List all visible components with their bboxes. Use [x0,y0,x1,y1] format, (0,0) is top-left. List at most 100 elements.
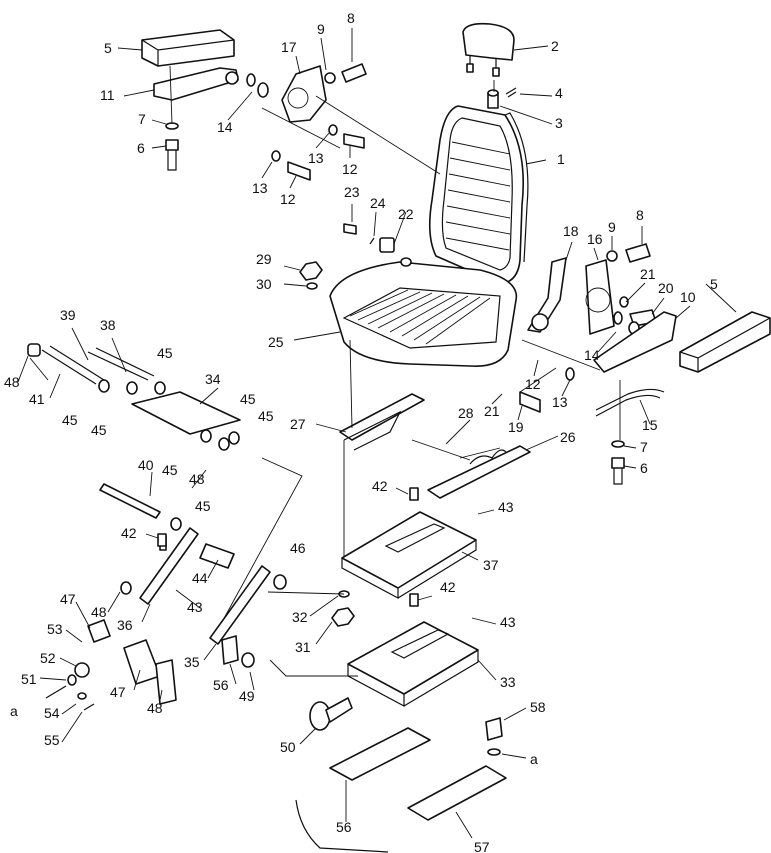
callout-48: 48 [91,604,107,620]
nut-29 [299,261,323,281]
callout-56: 56 [336,819,352,835]
callout-26: 26 [560,429,576,445]
callout-23: 23 [344,184,360,200]
callout-54: 55 [44,732,60,748]
callout-16: 16 [587,231,603,247]
callout-45: 45 [162,462,178,478]
guide-top [487,89,499,97]
callout-43: 43 [498,499,514,515]
nut-31 [331,607,355,627]
bolts-22-24 [343,223,395,253]
callout-58: a [530,751,538,767]
callout-3: 3 [555,115,563,131]
armrest-left [141,29,235,67]
parts-drawing [27,22,771,853]
callout-32: 32 [292,609,308,625]
callout-42: 42 [440,579,456,595]
callout-1: 1 [557,151,565,167]
callout-57: 58 [530,699,546,715]
leader-lines [17,28,737,839]
callout-33: 33 [500,674,516,690]
callout-49: 50 [280,739,296,755]
callout-6: 6 [137,140,145,156]
assembly-lines [169,65,621,677]
callout-4: 4 [555,85,563,101]
callout-44: 44 [192,570,208,586]
callout-45: 45 [62,412,78,428]
callout-22: 22 [398,206,414,222]
callout-45: 45 [240,391,256,407]
bolt-57-washer-58 [485,717,503,756]
callout-48: 48 [189,471,205,487]
callout-56: 57 [474,839,490,853]
callout-10: 10 [680,289,696,305]
callout-47: 47 [60,591,76,607]
bolts-12-13 [271,124,365,181]
callout-21: 21 [484,403,500,419]
callout-38: 38 [100,317,116,333]
callout-5: 5 [710,276,718,292]
callout-42: 42 [121,525,137,541]
lower-mount-plate [347,621,479,708]
seat-back [428,105,529,285]
callout-31: 31 [295,639,311,655]
callout-12: 12 [342,161,358,177]
callout-11: 11 [100,87,115,103]
floor-plates [295,727,507,853]
callout-9: 9 [608,219,616,235]
callout-7: 7 [640,439,648,455]
arm-bracket-left [153,67,239,101]
callout-a-left: a [10,703,18,719]
callout-46: 47 [110,684,126,700]
callout-7: 7 [138,111,146,127]
callout-13: 13 [252,180,268,196]
bolt-8-left [324,63,367,84]
callout-12: 12 [280,191,296,207]
callout-43: 43 [500,614,516,630]
callout-21: 21 [640,266,656,282]
callout-28: 28 [458,405,474,421]
pin [505,87,517,98]
callout-40: 40 [138,457,154,473]
callout-15: 15 [642,417,658,433]
callout-45: 45 [195,498,211,514]
callout-53: 54 [44,705,60,721]
callout-41: 41 [29,391,45,407]
callout-35: 35 [184,654,200,670]
callout-34: 34 [205,371,221,387]
callout-30: 30 [256,276,272,292]
suspension-linkage [27,343,287,711]
seat-cushion [329,257,518,367]
callout-13: 13 [308,150,324,166]
callout-43: 43 [187,599,203,615]
callout-45: 45 [258,408,274,424]
callout-27: 27 [290,416,306,432]
callout-8: 8 [347,10,355,26]
armrest-right [679,311,771,373]
callout-14: 14 [217,119,233,135]
callout-45: 46 [290,540,306,556]
headrest [462,22,515,77]
callout-45: 45 [157,345,173,361]
callout-13: 13 [552,394,568,410]
callout-17: 17 [281,39,297,55]
callout-36: 36 [117,617,133,633]
callout-19: 19 [508,419,524,435]
side-bracket-left [281,65,327,123]
callout-20: 20 [658,280,674,296]
callout-50: 51 [21,671,37,687]
callout-6: 6 [640,460,648,476]
callout-14: 14 [584,347,600,363]
callout-9: 9 [317,21,325,37]
callout-29: 29 [256,251,272,267]
recliner-parts-right [519,243,677,485]
callout-42: 42 [372,478,388,494]
seat-slide-rails [339,393,531,499]
callout-55: 56 [213,677,229,693]
callout-51: 52 [40,650,56,666]
callout-2: 2 [551,38,559,54]
callout-39: 39 [60,307,76,323]
callout-47: 48 [147,700,163,716]
callout-48: 48 [4,374,20,390]
